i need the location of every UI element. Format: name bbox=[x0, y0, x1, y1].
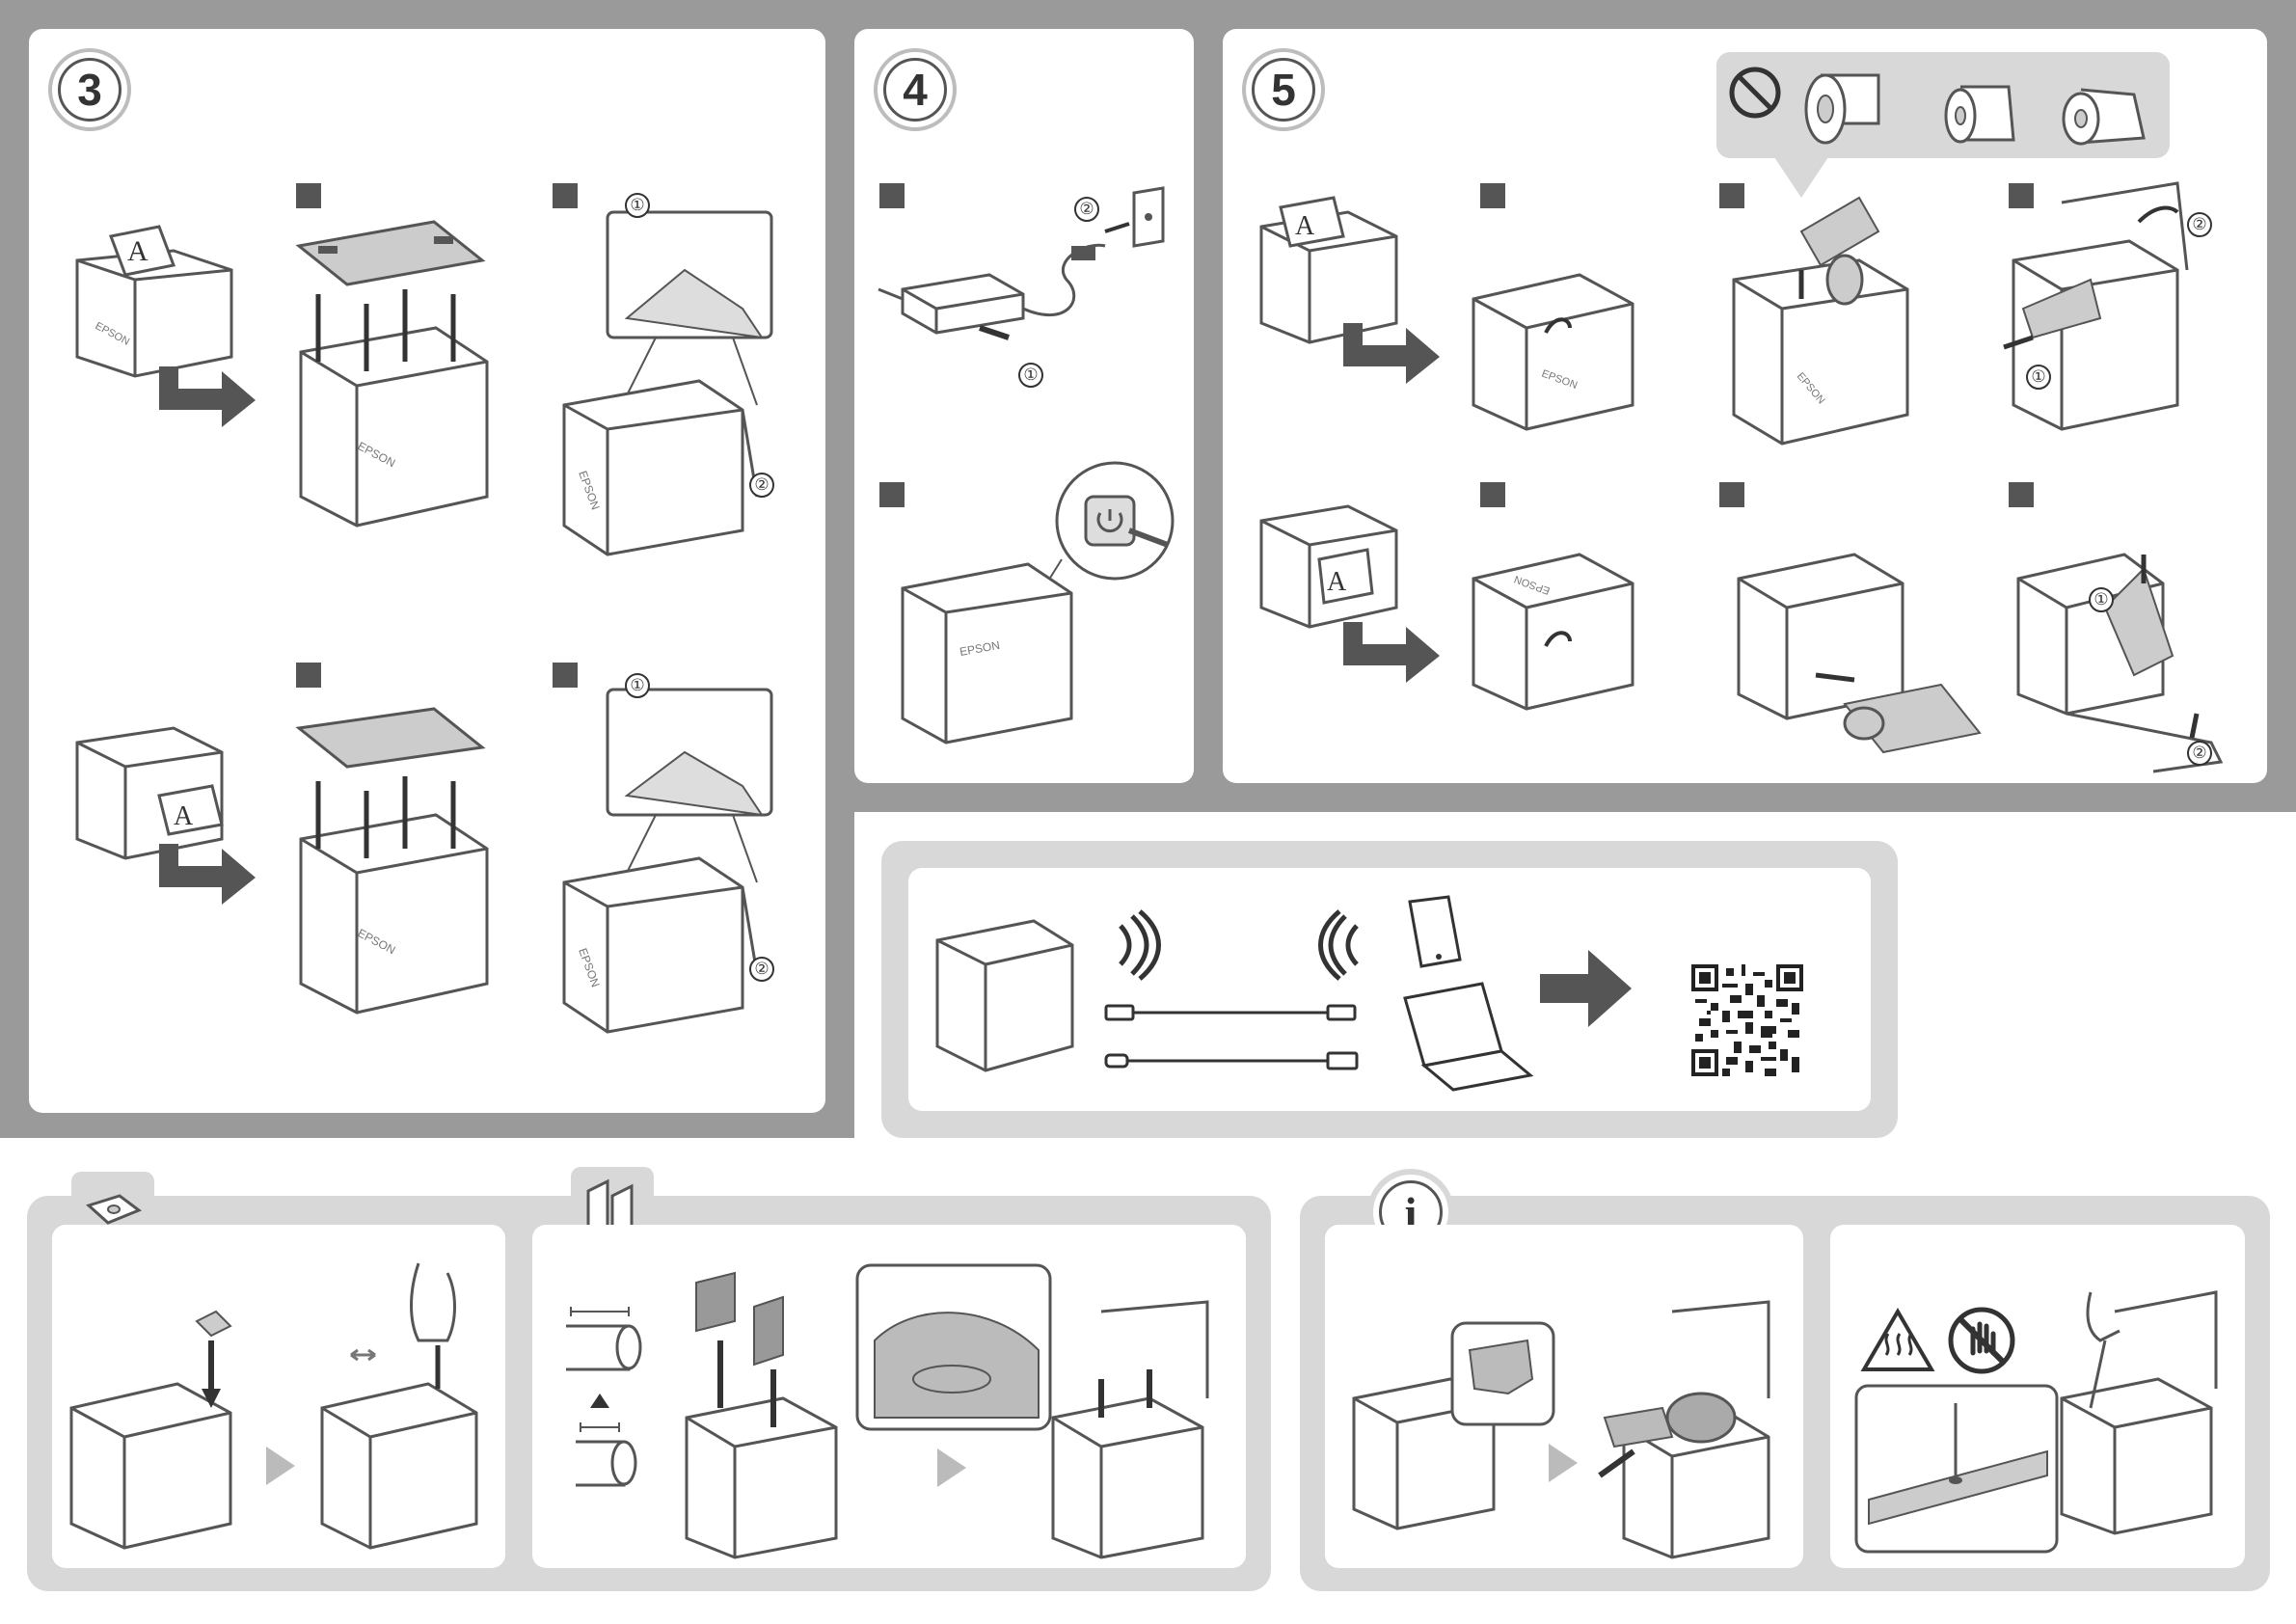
callout-2: ② bbox=[749, 473, 774, 498]
printer-attach-cover-illustration bbox=[62, 1302, 255, 1562]
laptop-icon bbox=[1395, 979, 1540, 1095]
printer-clean-head-illustration bbox=[2033, 1283, 2235, 1562]
printer-paper-top-illustration: A EPSON bbox=[68, 212, 241, 386]
connector-cover-panel bbox=[52, 1225, 505, 1568]
bluetooth-icon bbox=[1309, 911, 1366, 979]
paper-guide-panel bbox=[532, 1225, 1246, 1568]
printer-open-cover-illustration: EPSON bbox=[1464, 540, 1657, 733]
paper-letter: A bbox=[127, 235, 149, 267]
substep-marker bbox=[2009, 482, 2034, 507]
paper-letter: A bbox=[1327, 567, 1347, 597]
head-cleaning-panel bbox=[1830, 1225, 2245, 1568]
callout-1: ① bbox=[1018, 363, 1043, 388]
step-number: 3 bbox=[58, 58, 122, 122]
power-adapter-illustration bbox=[874, 183, 1163, 376]
printer-illustration bbox=[928, 902, 1082, 1085]
substep-marker bbox=[296, 183, 321, 208]
printer-cover-install-illustration: EPSON bbox=[280, 704, 511, 1022]
callout-1: ① bbox=[625, 193, 650, 218]
printer-open-cover-illustration: EPSON bbox=[1464, 260, 1657, 444]
arrow-right-icon bbox=[154, 362, 260, 429]
panel-step-4: 4 ② ① EPSON bbox=[854, 29, 1194, 783]
callout-1: ① bbox=[2026, 365, 2051, 390]
arrow-right-icon bbox=[1535, 945, 1641, 1032]
substep-marker bbox=[1480, 482, 1505, 507]
callout-2: ② bbox=[749, 957, 774, 982]
paper-jam-panel bbox=[1325, 1225, 1803, 1568]
printer-guide-installed-illustration bbox=[1043, 1302, 1236, 1572]
step-number: 4 bbox=[883, 58, 947, 122]
callout-1: ① bbox=[2089, 587, 2114, 612]
arrow-right-icon bbox=[1338, 617, 1445, 685]
step-badge-3: 3 bbox=[48, 48, 131, 131]
callout-1: ① bbox=[625, 673, 650, 698]
hot-surface-warning-icon bbox=[1859, 1307, 1936, 1374]
callout-2: ② bbox=[2187, 741, 2212, 766]
ethernet-cable-icon bbox=[1101, 998, 1362, 1027]
qr-code-icon bbox=[1691, 964, 1803, 1076]
tablet-icon bbox=[1400, 897, 1468, 974]
paper-guide-detail-illustration bbox=[855, 1263, 1053, 1437]
jammed-paper-balloon bbox=[1450, 1321, 1556, 1427]
paper-width-roll-illustration bbox=[552, 1302, 658, 1495]
substep-marker bbox=[296, 663, 321, 688]
printer-cover-install-illustration: EPSON bbox=[280, 217, 511, 535]
printer-slide-cover-illustration bbox=[312, 1254, 505, 1562]
play-triangle-icon bbox=[1547, 1442, 1580, 1484]
substep-marker bbox=[1480, 183, 1505, 208]
connectivity-panel bbox=[908, 868, 1871, 1111]
step-number: 5 bbox=[1252, 58, 1315, 122]
print-head-detail-illustration bbox=[1854, 1384, 2062, 1557]
play-triangle-icon bbox=[264, 1445, 297, 1487]
printer-power-button-illustration: EPSON bbox=[893, 453, 1182, 781]
callout-2: ② bbox=[1074, 197, 1099, 222]
panel-step-5: 5 A EPSON bbox=[1223, 29, 2267, 783]
callout-2: ② bbox=[2187, 212, 2212, 237]
no-touch-icon bbox=[1946, 1305, 2017, 1376]
paper-roll-large-icon bbox=[1801, 66, 1888, 152]
wifi-icon bbox=[1111, 911, 1169, 979]
panel-step-3: 3 A EPSON EPSON EPSON ① bbox=[29, 29, 825, 1113]
printer-remove-jam-illustration bbox=[1585, 1292, 1797, 1562]
prohibited-icon bbox=[1726, 64, 1784, 122]
step-badge-5: 5 bbox=[1242, 48, 1325, 131]
paper-roll-small-icon bbox=[2052, 85, 2148, 152]
step-badge-4: 4 bbox=[874, 48, 957, 131]
arrow-right-icon bbox=[154, 839, 260, 907]
printer-insert-roll-illustration: EPSON bbox=[1715, 174, 1927, 463]
printer-insert-roll-front-illustration bbox=[1729, 540, 1980, 762]
paper-letter: A bbox=[174, 801, 194, 831]
play-triangle-icon bbox=[935, 1447, 968, 1489]
arrow-right-icon bbox=[1338, 318, 1445, 386]
printer-insert-guide-illustration bbox=[677, 1263, 851, 1562]
paper-roll-medium-icon bbox=[1936, 82, 2023, 149]
paper-letter: A bbox=[1295, 211, 1315, 241]
usb-cable-icon bbox=[1101, 1046, 1362, 1075]
substep-marker bbox=[1719, 482, 1744, 507]
